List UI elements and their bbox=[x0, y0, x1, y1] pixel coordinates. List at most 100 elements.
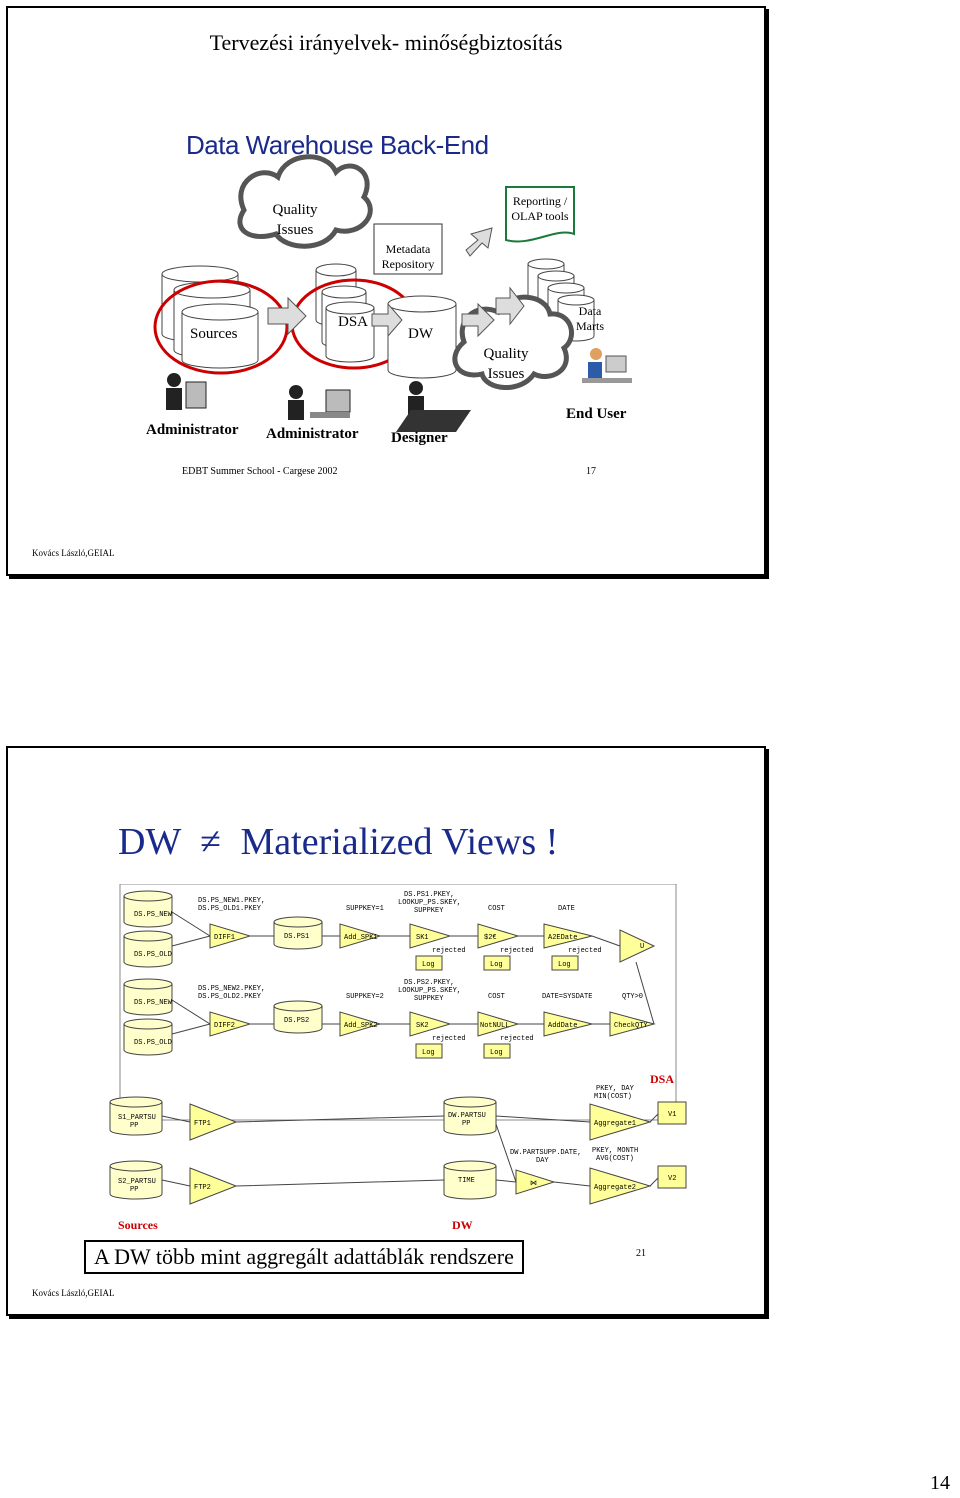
lbl-sk2-cond2: LOOKUP_PS.SKEY, bbox=[398, 987, 461, 995]
lbl-rejected-1c: rejected bbox=[568, 947, 602, 955]
slide-2-title: DW ≠ Materialized Views ! bbox=[118, 820, 558, 864]
slide-1-author: Kovács László,GEIAL bbox=[32, 548, 115, 558]
dw-cylinder bbox=[387, 295, 457, 379]
flow-lines bbox=[161, 911, 659, 1187]
metadata-label: Metadata Repository bbox=[381, 242, 435, 271]
lbl-aggregate1: Aggregate1 bbox=[594, 1120, 636, 1128]
lbl-ftp1: FTP1 bbox=[194, 1120, 211, 1128]
lbl-notnull: NotNULL bbox=[480, 1022, 509, 1030]
lbl-log-1a: Log bbox=[422, 961, 435, 969]
lbl-dw-pp: PP bbox=[462, 1120, 470, 1128]
lbl-rejected-2a: rejected bbox=[432, 1035, 466, 1043]
lbl-cost2: COST bbox=[488, 993, 505, 1001]
lbl-join-cond: DW.PARTSUPP.DATE, bbox=[510, 1149, 581, 1157]
lbl-diff2-cond: DS.PS_NEW2.PKEY, bbox=[198, 985, 265, 993]
reporting-doc bbox=[505, 186, 575, 243]
lbl-join: ⋈ bbox=[530, 1180, 537, 1188]
not-equal-symbol: ≠ bbox=[200, 821, 221, 863]
slide-2-inner: DW ≠ Materialized Views ! bbox=[64, 792, 696, 1274]
page-number: 14 bbox=[930, 1472, 950, 1494]
dsa-label: DSA bbox=[650, 1072, 675, 1086]
slide-1: Tervezési irányelvek- minőségbiztosítás … bbox=[6, 6, 766, 576]
lbl-log-1c: Log bbox=[558, 961, 571, 969]
quality-issues-top: Quality Issues bbox=[272, 202, 318, 238]
lbl-diff2-cond2: DS.PS_OLD2.PKEY bbox=[198, 993, 262, 1001]
lbl-rejected-1a: rejected bbox=[432, 947, 466, 955]
people-icons bbox=[166, 348, 632, 432]
lbl-diff1: DIFF1 bbox=[214, 934, 235, 942]
lbl-time: TIME bbox=[458, 1177, 475, 1185]
lbl-checkqty: CheckQTY bbox=[614, 1022, 648, 1030]
reporting-label: Reporting / OLAP tools bbox=[511, 194, 569, 223]
lbl-sk2-cond: DS.PS2.PKEY, bbox=[404, 979, 454, 987]
lbl-agg2-cond2: AVG(COST) bbox=[596, 1155, 634, 1163]
lbl-log-2b: Log bbox=[490, 1049, 503, 1057]
flow-arrows bbox=[267, 227, 525, 338]
lbl-dollar-euro: $2€ bbox=[484, 934, 497, 942]
cylinders bbox=[109, 890, 497, 1200]
lbl-ps-new-1: DS.PS_NEW bbox=[134, 911, 173, 919]
diagram-labels: DS.PS_NEW DS.PS_OLD DS.PS_NEW DS.PS_OLD … bbox=[118, 891, 676, 1194]
lbl-rejected-1b: rejected bbox=[500, 947, 534, 955]
title-materialized-views: Materialized Views ! bbox=[240, 821, 559, 863]
sources-red-ring bbox=[153, 279, 289, 375]
lbl-aggregate2: Aggregate2 bbox=[594, 1184, 636, 1192]
quality-issues-right: Quality Issues bbox=[483, 346, 529, 382]
lbl-ds-ps1: DS.PS1 bbox=[284, 933, 309, 941]
lbl-v1: V1 bbox=[668, 1111, 676, 1119]
lbl-v2: V2 bbox=[668, 1175, 676, 1183]
lbl-ftp2: FTP2 bbox=[194, 1184, 211, 1192]
inner-diagram-frame: Data Warehouse Back-End bbox=[126, 102, 634, 484]
lbl-sk1: SK1 bbox=[416, 934, 429, 942]
admin-label-2: Administrator bbox=[266, 426, 359, 442]
activity-triangles bbox=[189, 923, 687, 1205]
designer-label: Designer bbox=[391, 430, 448, 446]
slide-2-page-number: 21 bbox=[636, 1248, 646, 1259]
lbl-diff1-cond2: DS.PS_OLD1.PKEY bbox=[198, 905, 262, 913]
slide-1-title: Tervezési irányelvek- minőségbiztosítás bbox=[209, 30, 563, 55]
data-marts-label: Data Marts bbox=[576, 304, 604, 333]
end-user-label: End User bbox=[566, 406, 627, 422]
footer-left: EDBT Summer School - Cargese 2002 bbox=[182, 466, 338, 477]
lbl-sk2: SK2 bbox=[416, 1022, 429, 1030]
dsa-frame bbox=[119, 884, 677, 1121]
lbl-s1-pp: PP bbox=[130, 1122, 138, 1130]
dsa-cylinders bbox=[315, 263, 375, 363]
back-end-diagram bbox=[153, 154, 632, 432]
lbl-date: DATE bbox=[558, 905, 575, 913]
lbl-sk2-cond3: SUPPKEY bbox=[414, 995, 444, 1003]
lbl-diff1-cond: DS.PS_NEW1.PKEY, bbox=[198, 897, 265, 905]
lbl-dw-partsupp: DW.PARTSU bbox=[448, 1112, 486, 1120]
lbl-rejected-2b: rejected bbox=[500, 1035, 534, 1043]
etl-workflow-diagram: DS.PS_NEW DS.PS_OLD DS.PS_NEW DS.PS_OLD … bbox=[109, 884, 687, 1205]
lbl-cost1: COST bbox=[488, 905, 505, 913]
lbl-diff2: DIFF2 bbox=[214, 1022, 235, 1030]
sources-label: Sources bbox=[118, 1218, 158, 1232]
lbl-ps-old-2: DS.PS_OLD bbox=[134, 1039, 172, 1047]
lbl-s2-pp: PP bbox=[130, 1186, 138, 1194]
dw-label: DW bbox=[408, 326, 433, 342]
slide-2: DW ≠ Materialized Views ! bbox=[6, 746, 766, 1316]
lbl-ps-new-2: DS.PS_NEW bbox=[134, 999, 173, 1007]
dsa-label: DSA bbox=[338, 314, 369, 330]
lbl-adddate: AddDate bbox=[548, 1022, 577, 1030]
admin-label-1: Administrator bbox=[146, 422, 239, 438]
lbl-addspk2: Add_SPK2 bbox=[344, 1022, 378, 1030]
lbl-addspk1: Add_SPK1 bbox=[344, 934, 378, 942]
lbl-agg2-cond: PKEY, MONTH bbox=[592, 1147, 638, 1155]
footer-right: 17 bbox=[586, 466, 596, 477]
quality-cloud-top bbox=[237, 154, 373, 249]
log-boxes bbox=[415, 955, 579, 1059]
lbl-log-1b: Log bbox=[490, 961, 503, 969]
lbl-ps-old-1: DS.PS_OLD bbox=[134, 951, 172, 959]
lbl-sk1-cond: DS.PS1.PKEY, bbox=[404, 891, 454, 899]
lbl-s1-partsupp: S1_PARTSU bbox=[118, 1114, 156, 1122]
title-dw: DW bbox=[118, 821, 181, 863]
lbl-a2edate: A2EDate bbox=[548, 934, 577, 942]
lbl-date-sysdate: DATE=SYSDATE bbox=[542, 993, 592, 1001]
lbl-suppkey1: SUPPKEY=1 bbox=[346, 905, 384, 913]
lbl-union: U bbox=[640, 943, 644, 951]
lbl-ds-ps2: DS.PS2 bbox=[284, 1017, 309, 1025]
lbl-log-2a: Log bbox=[422, 1049, 435, 1057]
sources-label: Sources bbox=[190, 326, 238, 342]
